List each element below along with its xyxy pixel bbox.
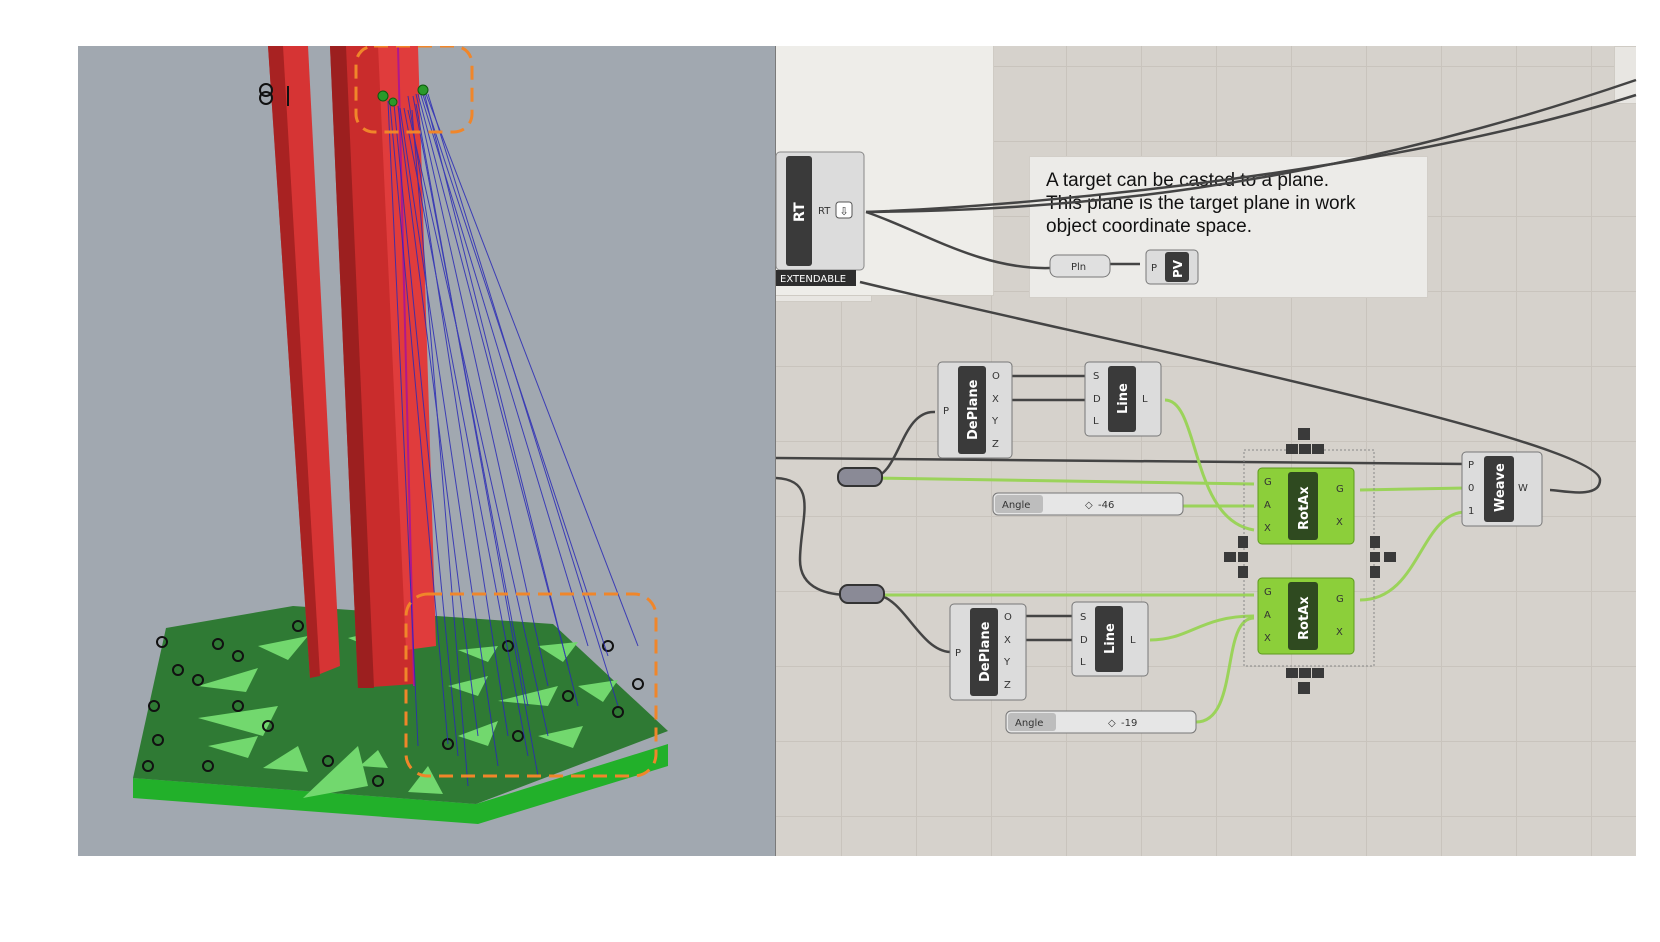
comment-panel[interactable]: A target can be casted to a plane. This … bbox=[1029, 156, 1428, 298]
target-lines bbox=[387, 91, 639, 787]
post-center-shade bbox=[330, 46, 374, 688]
comment-text: A target can be casted to a plane. This … bbox=[1046, 170, 1356, 237]
highlight-top bbox=[354, 46, 474, 134]
post-left-shade bbox=[268, 46, 320, 678]
rhino-3d-viewport[interactable] bbox=[78, 46, 776, 856]
left-target-icon bbox=[259, 83, 289, 106]
highlight-bottom bbox=[404, 592, 658, 778]
base-plate-side bbox=[133, 744, 668, 824]
top-right-panel bbox=[1614, 46, 1636, 104]
top-targets bbox=[377, 84, 429, 107]
viewport-scene bbox=[133, 46, 668, 824]
cluster-group-outer bbox=[776, 46, 994, 296]
